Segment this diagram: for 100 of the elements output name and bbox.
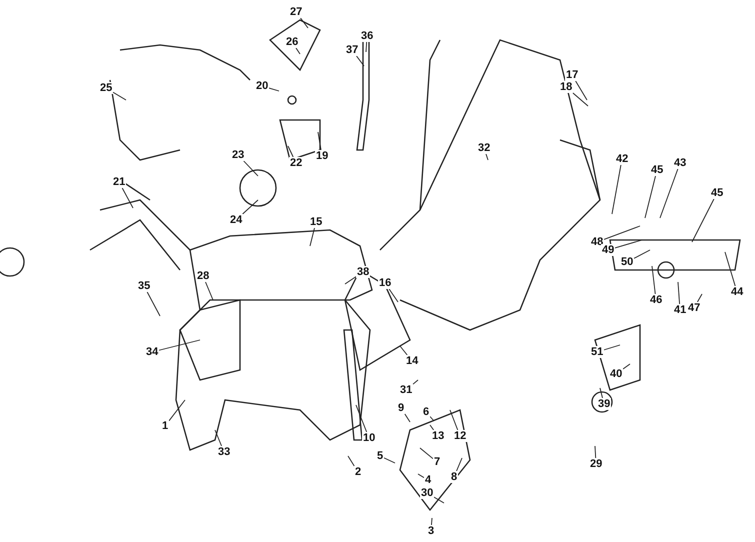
callout-number: 20 <box>255 80 270 92</box>
callout-number: 9 <box>397 402 406 414</box>
callout-number: 50 <box>620 256 634 268</box>
callout-number: 43 <box>673 157 688 169</box>
callout-number: 3 <box>427 525 436 537</box>
leader-line <box>434 496 444 504</box>
leader-line <box>430 416 434 422</box>
leader-line <box>412 380 418 385</box>
leader-line <box>456 458 462 472</box>
leader-line <box>344 276 356 284</box>
leader-line <box>400 346 408 356</box>
callout-number: 25 <box>99 82 114 94</box>
leader-line <box>644 176 656 218</box>
leader-line <box>575 80 588 100</box>
leader-line <box>678 282 680 304</box>
callout-number: 8 <box>450 471 458 483</box>
callout-number: 19 <box>315 150 330 162</box>
callout-number: 31 <box>399 384 414 396</box>
leader-line <box>146 292 160 316</box>
callout-number: 45 <box>650 164 664 176</box>
callout-number: 13 <box>431 430 446 442</box>
leader-line <box>404 414 410 422</box>
callout-number: 48 <box>590 236 604 248</box>
callout-number: 2 <box>354 466 362 478</box>
leader-line <box>622 364 630 370</box>
callout-number: 42 <box>615 153 630 165</box>
callout-number: 29 <box>589 458 604 470</box>
leader-line <box>288 146 294 158</box>
leader-line <box>310 228 315 246</box>
leader-line <box>450 410 458 430</box>
leader-line <box>356 56 364 66</box>
callout-number: 26 <box>285 36 300 48</box>
leader-line <box>158 340 200 351</box>
callout-number: 44 <box>730 286 744 298</box>
leader-line <box>696 294 702 302</box>
leader-line <box>122 188 134 208</box>
leader-line <box>594 446 596 458</box>
callout-number: 40 <box>609 368 624 380</box>
callout-number: 47 <box>687 302 702 314</box>
leader-line <box>420 448 434 460</box>
leader-line <box>242 200 258 214</box>
callout-number: 32 <box>477 142 492 154</box>
leader-line <box>604 226 640 240</box>
callout-number: 23 <box>231 149 246 161</box>
callout-number: 45 <box>710 187 724 199</box>
leader-line <box>388 288 398 302</box>
leader-line <box>430 424 434 430</box>
callout-number: 1 <box>161 420 170 432</box>
callout-number: 10 <box>362 432 376 444</box>
callout-number: 5 <box>376 450 384 462</box>
callout-number: 38 <box>356 266 370 278</box>
leader-line <box>366 42 368 52</box>
callout-number: 7 <box>433 456 442 468</box>
callout-number: 36 <box>360 30 374 42</box>
leader-line <box>168 400 186 422</box>
callout-number: 21 <box>112 176 126 188</box>
leader-line <box>318 132 322 150</box>
leader-line <box>268 88 280 92</box>
callout-number: 14 <box>405 355 420 367</box>
leader-line <box>600 388 603 398</box>
leader-line <box>614 240 642 248</box>
leader-line <box>300 18 308 28</box>
callout-number: 37 <box>345 44 360 56</box>
leader-line <box>724 252 736 286</box>
callout-number: 51 <box>590 346 604 358</box>
leader-line <box>692 198 714 242</box>
callout-number: 16 <box>378 277 392 289</box>
callout-number: 35 <box>137 280 152 292</box>
callout-number: 46 <box>649 294 664 306</box>
leader-line <box>604 344 620 350</box>
leader-line <box>652 266 656 294</box>
callout-number: 30 <box>420 487 434 499</box>
leader-line <box>431 518 432 526</box>
leader-line <box>214 430 222 446</box>
callout-number: 12 <box>453 430 468 442</box>
callout-number: 27 <box>289 6 304 18</box>
callout-number: 15 <box>309 216 324 228</box>
callout-number: 18 <box>559 81 574 93</box>
leader-line <box>296 48 300 54</box>
callout-number: 33 <box>217 446 232 458</box>
leader-line <box>356 404 368 432</box>
leader-line <box>112 92 126 100</box>
leader-line <box>384 457 396 464</box>
callout-number: 34 <box>145 346 160 358</box>
leader-line <box>243 160 258 176</box>
callout-number: 17 <box>565 69 580 81</box>
leader-line <box>660 168 678 218</box>
callout-number: 41 <box>673 304 688 316</box>
leader-line <box>348 456 355 466</box>
leader-line <box>205 282 214 300</box>
callout-number: 6 <box>422 406 430 418</box>
callout-number: 28 <box>196 270 210 282</box>
callout-number: 22 <box>289 157 304 169</box>
leader-line <box>612 164 622 214</box>
callout-number: 39 <box>597 398 612 410</box>
callout-number: 24 <box>229 214 244 226</box>
callout-number: 4 <box>424 474 432 486</box>
leader-line <box>418 474 424 478</box>
callout-number: 49 <box>601 244 616 256</box>
leader-line <box>572 92 588 106</box>
